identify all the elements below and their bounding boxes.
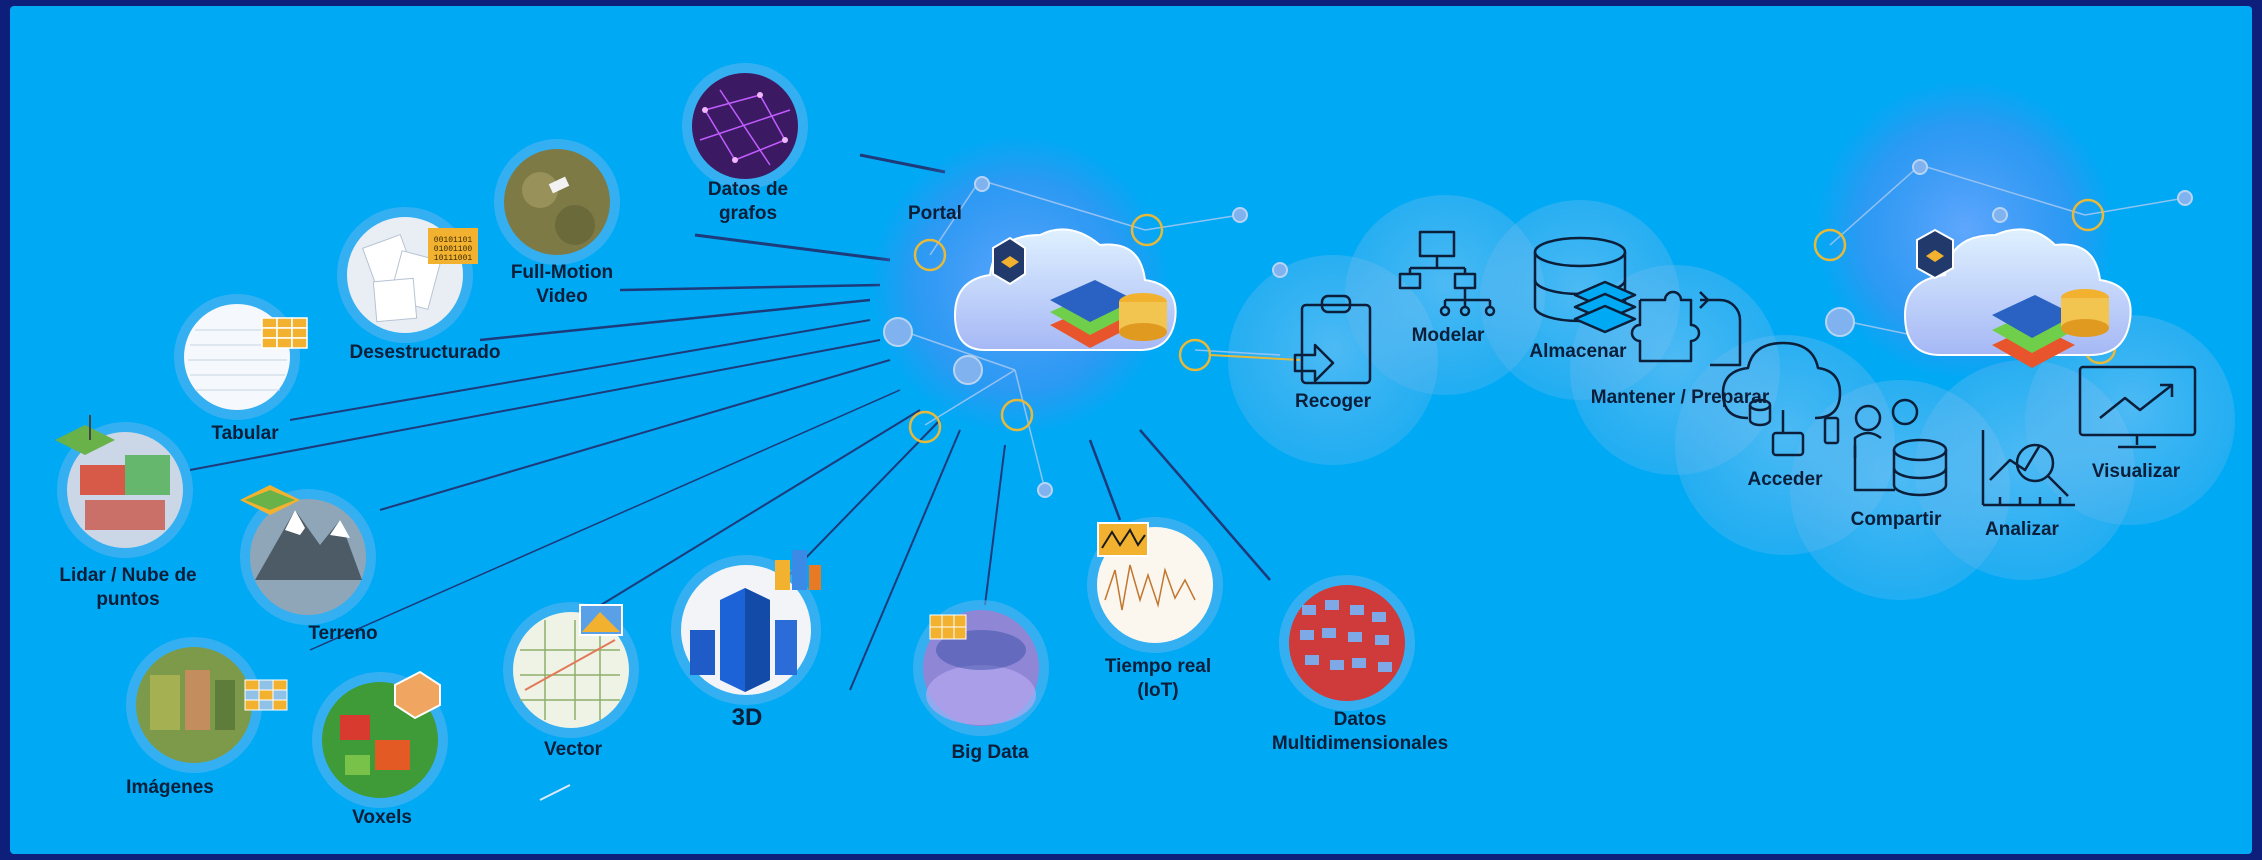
big-data-grid-icon [913,600,1049,736]
source-label-datos-grafos: Datos de grafos [707,179,789,224]
source-label-terreno: Terreno [308,623,378,644]
voxel-cube-icon [312,670,448,808]
svg-text:10111001: 10111001 [434,254,473,263]
source-label-3d: 3D [731,704,763,731]
source-label-multidimensional: Datos Multidimensionales [1271,709,1449,754]
cloud-devices-icon [1721,341,1842,457]
database-layers-icon [1533,236,1637,334]
workflow-label-recoger: Recoger [1294,391,1372,412]
hierarchy-model-icon [1398,230,1496,317]
table-icon [174,294,308,420]
analysis-chart-magnifier-icon [1981,430,2075,507]
unstructured-documents-icon: 00101101 01001100 10111001 [337,207,478,343]
multidimensional-cube-icon [1279,575,1415,711]
source-label-voxels: Voxels [352,807,412,828]
source-circles: 00101101 01001100 10111001 [55,63,1415,808]
terrain-mountain-icon [240,485,376,625]
clipboard-collect-icon [1293,294,1372,385]
point-cloud-icon [55,415,193,558]
source-label-lidar: Lidar / Nube de puntos [59,565,197,610]
source-label-tabular: Tabular [211,423,279,444]
source-label-tiempo-real: Tiempo real (IoT) [1104,656,1212,701]
portal-label: Portal [908,203,962,224]
vector-map-icon [503,602,639,738]
aerial-video-icon [494,139,620,265]
share-users-database-icon [1853,398,1948,497]
workflow-label-almacenar: Almacenar [1529,341,1627,362]
3d-buildings-icon [671,550,821,705]
realtime-chart-icon [1087,517,1223,653]
workflow-label-acceder: Acceder [1747,469,1823,490]
source-label-vector: Vector [543,739,603,760]
workflow-icons [1293,230,2197,507]
monitor-trend-icon [2078,365,2197,449]
connector-rays [189,153,1271,801]
workflow-label-analizar: Analizar [1985,519,2059,540]
svg-text:00101101: 00101101 [434,236,473,245]
puzzle-refresh-icon [1630,290,1742,367]
platform-hub [1813,80,2193,380]
3d-icon-badge [775,550,821,590]
portal-hub [870,135,1288,498]
workflow-label-mantener: Mantener / Preparar [1590,387,1770,408]
imagery-icon [126,637,288,773]
workflow-label-modelar: Modelar [1411,325,1485,346]
source-label-full-motion-video: Full-Motion Video [510,262,614,307]
workflow-label-compartir: Compartir [1850,509,1942,530]
source-label-desestructurado: Desestructurado [349,342,501,363]
source-label-imagenes: Imágenes [126,777,214,798]
graph-network-icon [682,63,808,189]
workflow-label-visualizar: Visualizar [2091,461,2181,482]
svg-text:01001100: 01001100 [434,245,473,254]
source-label-big-data: Big Data [951,742,1029,763]
hub-connector [1209,354,1301,361]
